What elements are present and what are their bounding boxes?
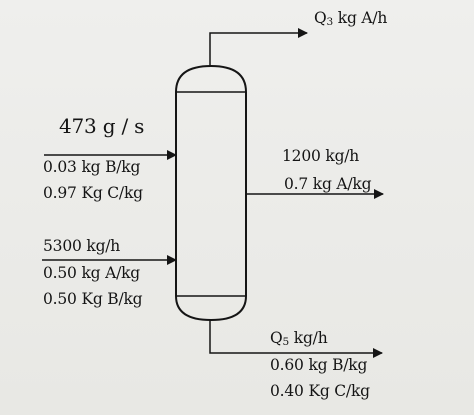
bottom-outlet-composition-b: 0.60 kg B/kg bbox=[270, 356, 368, 374]
bottom-outlet-stream bbox=[209, 320, 383, 358]
bottom-outlet-q-subscript: 5 bbox=[282, 335, 290, 348]
feed-2-composition-a: 0.50 kg A/kg bbox=[43, 264, 141, 282]
feed-1-composition-b: 0.03 kg B/kg bbox=[43, 158, 141, 176]
feed-2-rate: 5300 kg/h bbox=[43, 237, 121, 255]
feed-1-rate: 473 g / s bbox=[59, 114, 145, 138]
top-outlet-q-subscript: 3 bbox=[326, 15, 334, 28]
bottom-outlet-q-symbol: Q bbox=[270, 329, 283, 347]
top-outlet-label: Q3 kg A/h bbox=[314, 9, 388, 28]
top-outlet-unit-text: kg A/h bbox=[333, 9, 388, 27]
top-outlet-stream bbox=[209, 28, 308, 66]
feed-2-composition-b: 0.50 Kg B/kg bbox=[43, 290, 143, 308]
feed-1-composition-c: 0.97 Kg C/kg bbox=[43, 184, 143, 202]
side-outlet-composition-a: 0.7 kg A/kg bbox=[284, 175, 372, 193]
distillation-column bbox=[175, 64, 247, 322]
bottom-outlet-label: Q5 kg/h bbox=[270, 329, 328, 348]
bottom-outlet-composition-c: 0.40 Kg C/kg bbox=[270, 382, 370, 400]
side-outlet-rate: 1200 kg/h bbox=[282, 147, 360, 165]
top-outlet-q-symbol: Q bbox=[314, 9, 327, 27]
bottom-outlet-unit-text: kg/h bbox=[289, 329, 328, 347]
